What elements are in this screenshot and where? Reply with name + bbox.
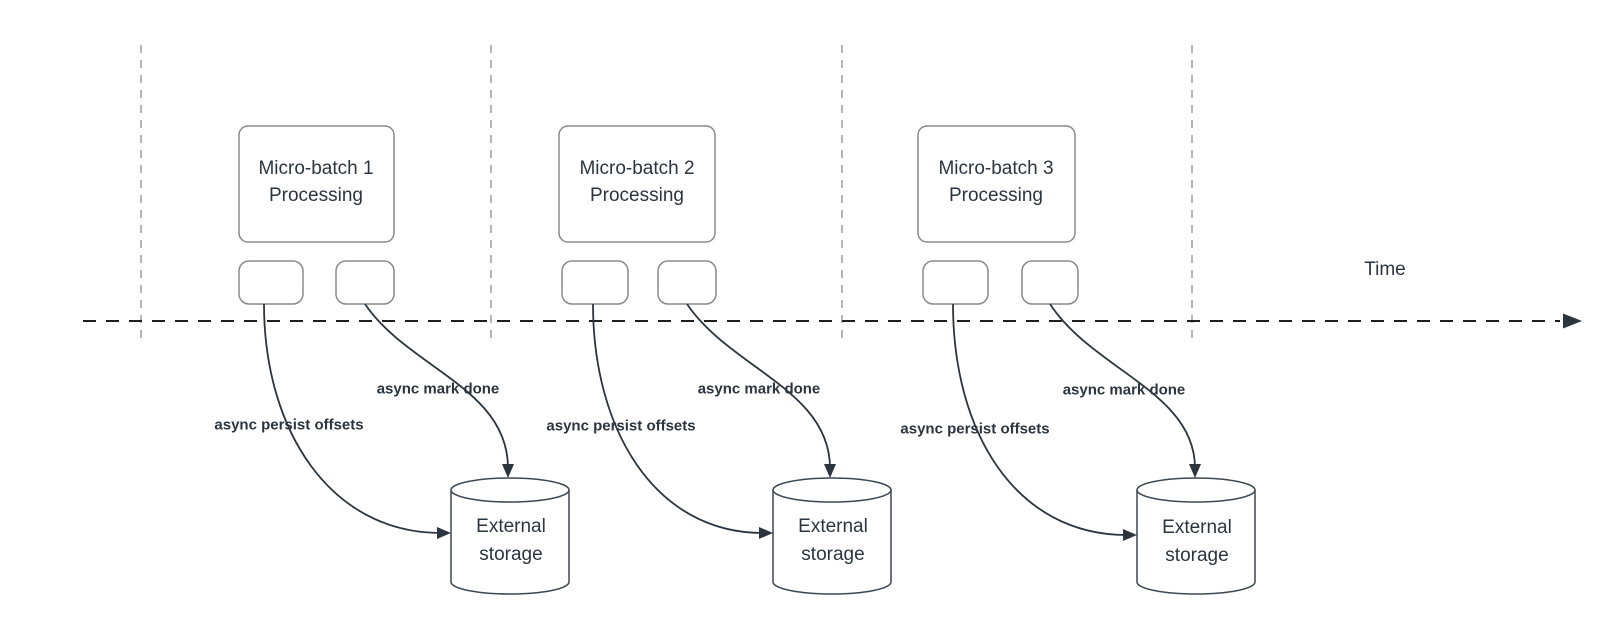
batch3-markdone-task-box — [1021, 260, 1079, 305]
batch1-title-line1: Micro-batch 1 — [258, 158, 374, 179]
batch2-persist-offsets-arrowhead — [759, 527, 773, 539]
batch3-storage-line2: storage — [1165, 545, 1229, 566]
batch1-external-storage-cylinder-top — [450, 477, 570, 503]
batch2-external-storage-cylinder-top — [772, 477, 892, 503]
batch3-persist-offsets-arrow — [952, 303, 1128, 536]
batch1-persist-task-box — [238, 260, 304, 305]
batch2-persist-offsets-label: async persist offsets — [546, 417, 696, 435]
batch1-title: Micro-batch 1 Processing — [258, 155, 373, 209]
time-axis-arrowhead — [1563, 313, 1582, 329]
batch2-mark-done-arrowhead — [824, 464, 836, 478]
batch1-storage-line2: storage — [479, 544, 543, 565]
batch3-storage-line1: External — [1162, 517, 1232, 538]
batch2-storage-label: External storage — [798, 513, 868, 569]
batch3-persist-task-box — [922, 260, 989, 305]
batch2-persist-task-box — [561, 260, 629, 305]
batch1-external-storage-cylinder — [450, 490, 570, 595]
batch3-external-storage-cylinder — [1136, 490, 1256, 595]
batch2-mark-done-label: async mark done — [697, 380, 821, 398]
batch1-markdone-task-box — [335, 260, 395, 305]
batch2-storage-line1: External — [798, 516, 868, 537]
batch2-title: Micro-batch 2 Processing — [579, 155, 694, 209]
batch1-mark-done-arrow — [364, 303, 509, 469]
batch3-persist-offsets-label: async persist offsets — [900, 420, 1050, 438]
time-axis-label: Time — [1364, 259, 1406, 280]
batch2-external-storage-cylinder — [772, 490, 892, 595]
batch1-persist-offsets-arrowhead — [437, 527, 451, 539]
batch1-mark-done-label: async mark done — [376, 380, 500, 398]
batch3-storage-label: External storage — [1162, 514, 1232, 570]
batch3-processing-box — [917, 125, 1076, 243]
batch1-persist-offsets-arrow — [263, 303, 442, 534]
batch1-title-line2: Processing — [268, 185, 363, 206]
batch2-persist-offsets-arrow — [592, 303, 764, 534]
batch1-storage-label: External storage — [476, 513, 546, 569]
batch3-title-line2: Processing — [948, 185, 1043, 206]
batch3-mark-done-arrow — [1049, 303, 1196, 469]
batch2-title-line2: Processing — [589, 185, 684, 206]
batch1-processing-box — [238, 125, 395, 243]
batch1-persist-offsets-label: async persist offsets — [214, 416, 364, 434]
batch3-title: Micro-batch 3 Processing — [938, 155, 1053, 209]
batch1-storage-line1: External — [476, 516, 546, 537]
batch2-storage-line2: storage — [801, 544, 865, 565]
batch1-mark-done-arrowhead — [502, 464, 514, 478]
batch2-markdone-task-box — [657, 260, 717, 305]
batch2-mark-done-arrow — [686, 303, 831, 469]
batch2-processing-box — [558, 125, 716, 243]
batch2-title-line1: Micro-batch 2 — [579, 158, 695, 179]
batch3-external-storage-cylinder-top — [1136, 477, 1256, 503]
batch3-persist-offsets-arrowhead — [1123, 529, 1137, 541]
batch3-title-line1: Micro-batch 3 — [938, 158, 1054, 179]
batch3-mark-done-label: async mark done — [1062, 381, 1186, 399]
batch3-mark-done-arrowhead — [1189, 464, 1201, 478]
